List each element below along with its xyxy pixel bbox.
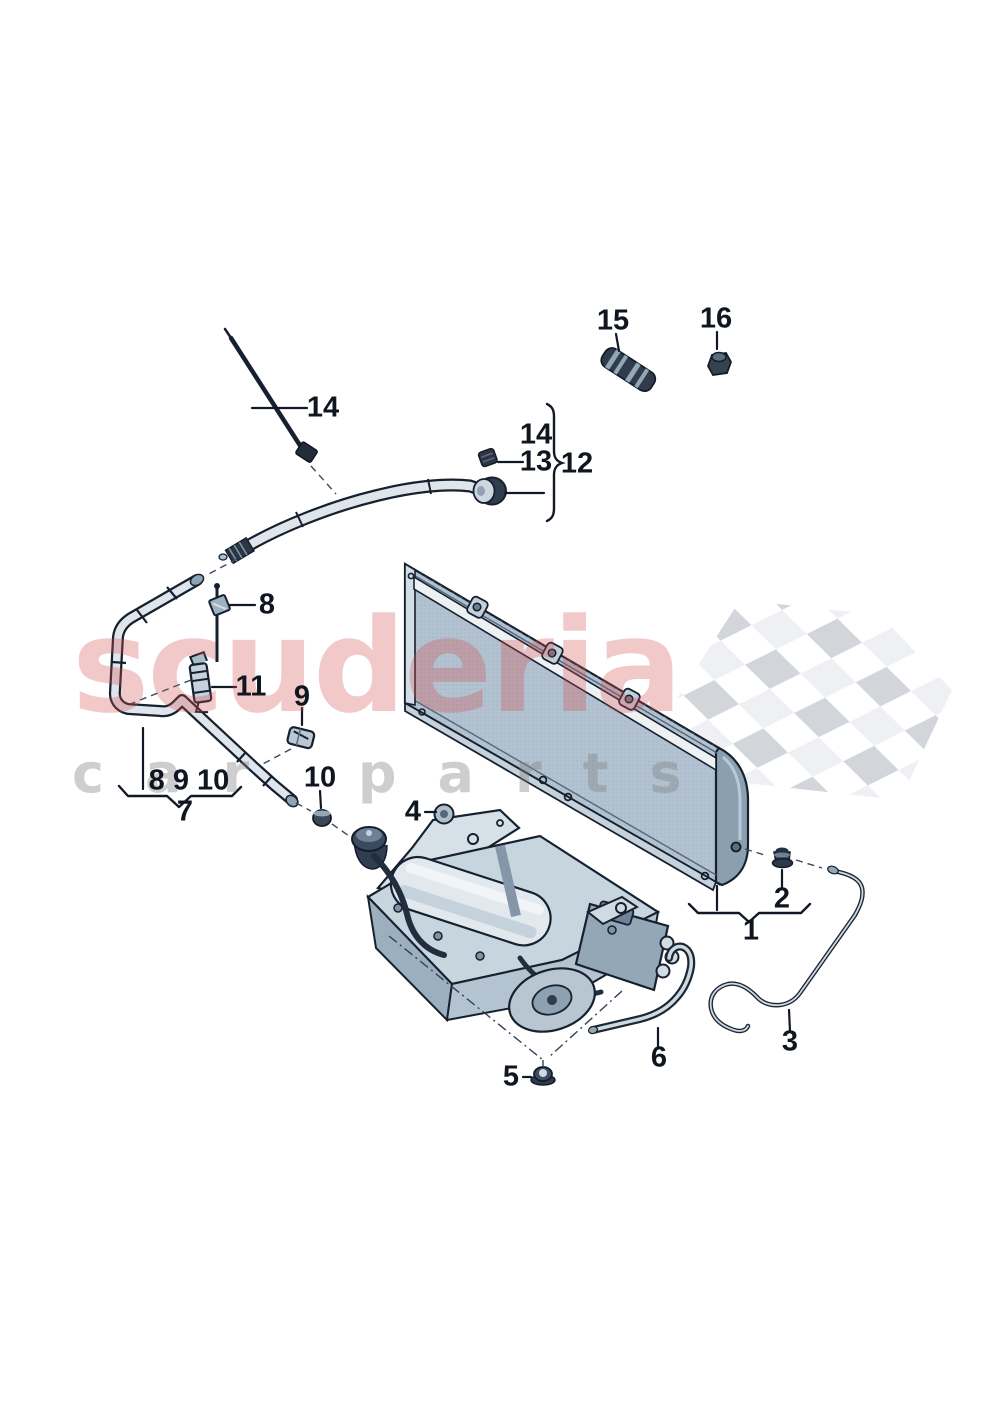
leader-lines <box>117 330 812 1079</box>
watermark-brand: scuderia <box>72 590 683 742</box>
grommet-part-2 <box>771 847 794 869</box>
hose-part-6 <box>587 942 696 1035</box>
nut-part-10 <box>312 809 332 827</box>
connector-part-15 <box>600 347 657 393</box>
air-supply-unit <box>351 803 680 1033</box>
clip-part-13 <box>477 447 498 468</box>
clip-part-9 <box>286 726 316 750</box>
center-lines <box>388 935 623 1067</box>
clip-part-11 <box>188 650 213 714</box>
plug-part-16 <box>707 351 732 376</box>
tube-part-7 <box>108 573 299 808</box>
watermark-sub: car parts <box>72 742 723 805</box>
upper-hose-part-12 <box>218 476 507 565</box>
checkered-flag <box>676 600 952 800</box>
nut-part-5 <box>530 1066 556 1086</box>
shield-panel-part-1 <box>403 562 750 892</box>
clip-part-8 <box>208 583 231 662</box>
pipe-part-3 <box>708 865 865 1034</box>
cable-tie-part-14 <box>223 327 318 463</box>
construction-dashes <box>129 465 823 869</box>
